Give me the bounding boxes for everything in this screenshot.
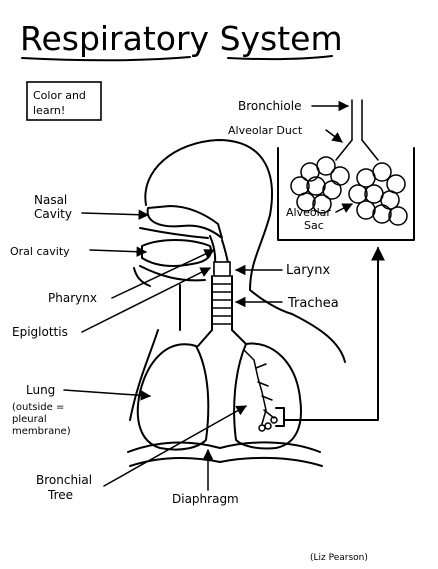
- diaphragm-shape: [127, 441, 321, 453]
- label-lung-4: membrane): [12, 426, 71, 437]
- arrow-alveolar-duct: [325, 129, 343, 143]
- note-line-2: learn!: [33, 104, 65, 117]
- label-lung-3: pleural: [12, 414, 47, 425]
- page-title: Respiratory System: [20, 19, 343, 58]
- label-lung-1: Lung: [26, 383, 55, 397]
- label-pharynx: Pharynx: [48, 291, 97, 305]
- label-trachea: Trachea: [287, 296, 339, 311]
- pharynx-shape: [209, 235, 231, 277]
- arrow-oral-cavity: [89, 246, 148, 257]
- label-alveolar-sac-2: Sac: [304, 219, 324, 232]
- arrow-pharynx: [111, 249, 215, 299]
- label-oral-cavity: Oral cavity: [10, 245, 70, 258]
- title-underline-left: [21, 56, 191, 62]
- note-line-1: Color and: [33, 89, 86, 102]
- label-diaphragm: Diaphragm: [172, 492, 239, 506]
- label-bronchiole: Bronchiole: [238, 99, 301, 113]
- trachea-shape: [197, 275, 247, 347]
- arrow-nasal-cavity: [81, 209, 150, 220]
- arrow-bronchial-tree: [103, 405, 247, 487]
- lung-left: [136, 343, 210, 451]
- inset-connector-arrow: [283, 246, 385, 421]
- arrow-epiglottis: [81, 267, 211, 333]
- label-bronchial-tree-1: Bronchial: [36, 473, 92, 487]
- label-bronchial-tree-2: Tree: [47, 488, 73, 502]
- label-epiglottis: Epiglottis: [12, 325, 68, 339]
- label-nasal-cavity-1: Nasal: [34, 193, 67, 207]
- note-box: [26, 81, 102, 121]
- arrow-alveolar-sac: [335, 203, 353, 213]
- label-larynx: Larynx: [286, 263, 330, 278]
- oral-cavity-shape: [139, 239, 212, 282]
- lung-right: [233, 342, 302, 450]
- body-outline: [129, 139, 346, 421]
- alveoli-inset: [277, 99, 415, 241]
- label-alveolar-sac-1: Alveolar: [286, 206, 331, 219]
- label-lung-2: (outside =: [12, 402, 64, 413]
- arrow-lung: [63, 389, 152, 401]
- title-underline-right: [227, 55, 333, 61]
- label-nasal-cavity-2: Cavity: [34, 207, 72, 221]
- label-alveolar-duct: Alveolar Duct: [228, 124, 303, 137]
- nasal-cavity-shape: [139, 205, 223, 239]
- bronchial-tree-shape: [243, 349, 285, 432]
- credit: (Liz Pearson): [310, 553, 368, 563]
